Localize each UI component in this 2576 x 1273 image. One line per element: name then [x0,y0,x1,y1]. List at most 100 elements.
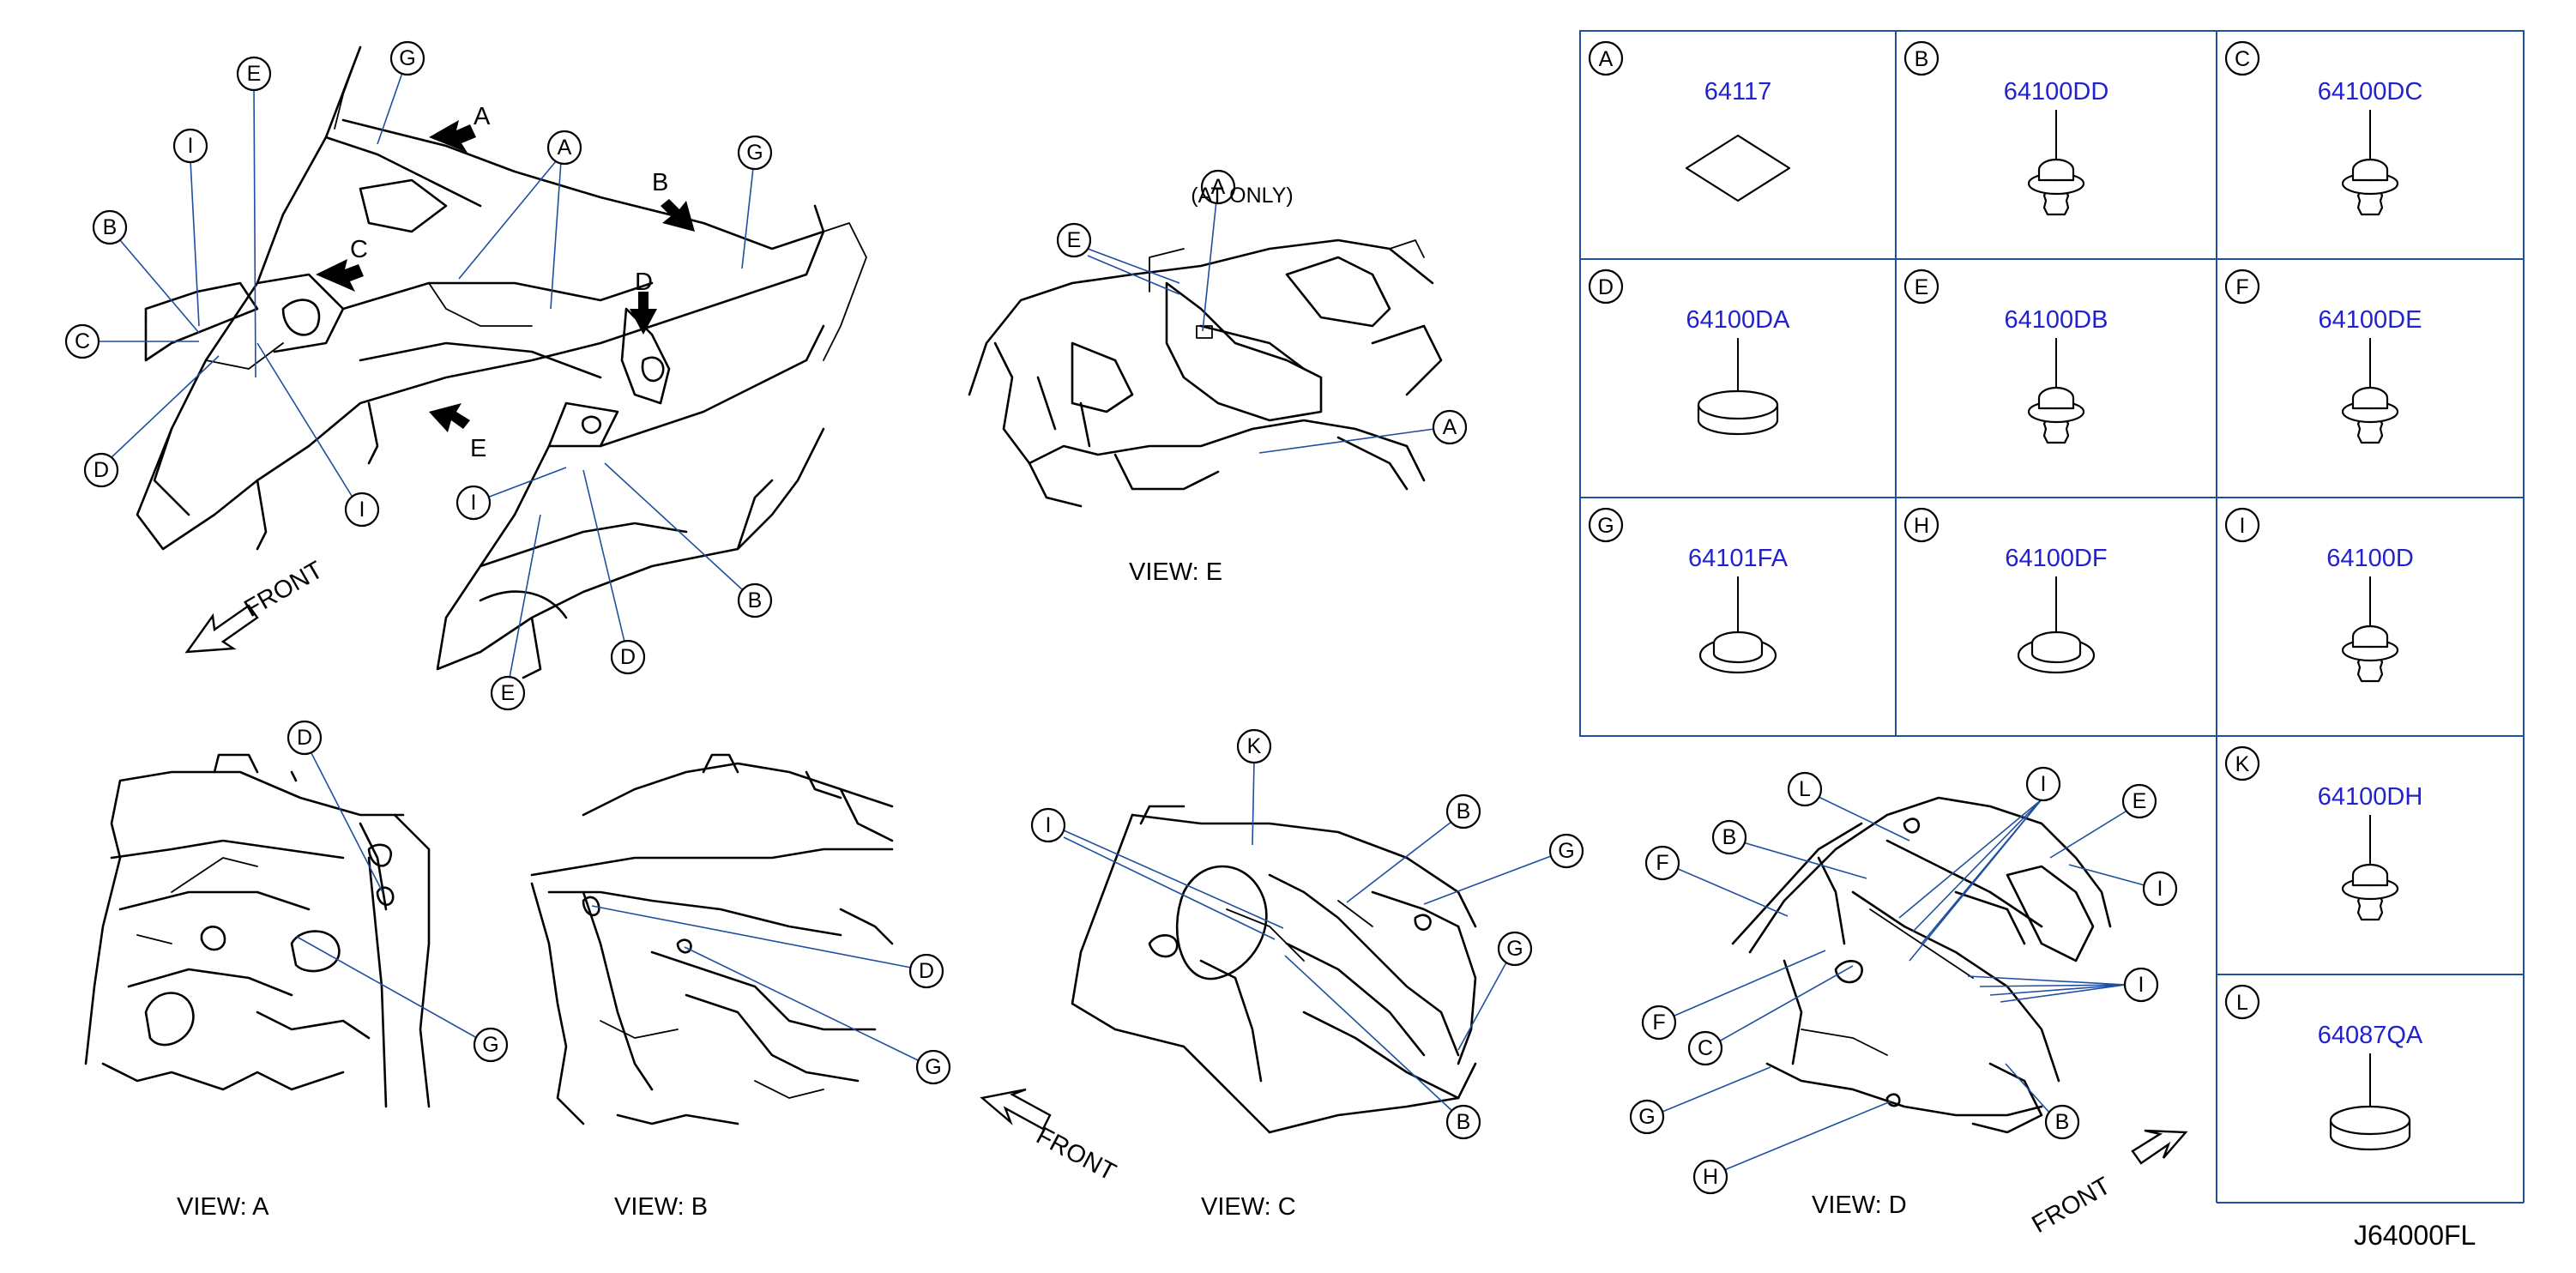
view-arrows: A B C D E [316,103,695,462]
part-key-label: C [2235,47,2250,71]
part-key-circle [2224,984,2260,1020]
svg-text:I: I [1046,813,1052,837]
part-key-label: E [1915,275,1929,299]
svg-text:E: E [247,62,262,86]
svg-text:I: I [2041,772,2047,796]
svg-text:B: B [2055,1110,2070,1134]
view-a-callout-g: G [473,1027,509,1063]
front-label: FRONT [240,556,329,623]
view-c-callout-i: I [1030,807,1066,843]
view-d-drawing [1731,796,2112,1134]
part-key-circle [1588,40,1624,76]
svg-text:D: D [94,458,109,482]
view-d-callout-i: I [2025,766,2061,802]
arrow-a-icon: A [429,103,491,153]
svg-text:E: E [1067,228,1082,252]
front-arrow-main: FRONT [184,556,329,654]
view-c-callout-g: G [1548,833,1584,869]
view-c-callout-b: B [1445,793,1481,830]
svg-text:G: G [482,1033,498,1057]
svg-text:I: I [2157,877,2163,901]
view-e-callout-a-2: A [1432,409,1468,445]
svg-text:G: G [1506,937,1523,961]
svg-text:B: B [1722,825,1737,849]
svg-text:K: K [1247,734,1262,758]
parts-cells: A64117B64100DDC64100DCD64100DAE64100DBF6… [1588,40,2423,1151]
callout-g: G [389,40,425,76]
part-clip-icon [2341,863,2399,921]
svg-text:G: G [1558,839,1574,863]
parts-table [1579,30,2525,1204]
front-arrow-view-d: FRONT [2028,1129,2188,1239]
part-key-label: F [2235,275,2248,299]
part-key-label: A [1599,47,1614,71]
callout-b-2: B [737,582,773,618]
svg-text:G: G [746,141,763,165]
part-grommet-icon [1698,630,1777,674]
view-c-callout-b-2: B [1445,1104,1481,1140]
view-c-callout-g-2: G [1497,931,1533,967]
part-pad-icon [1685,134,1791,202]
arrow-d-label: D [635,268,653,296]
part-number: 64100DF [2005,545,2107,572]
part-key-circle [2224,40,2260,76]
arrow-a-label: A [474,103,491,130]
callout-e-2: E [490,675,526,711]
svg-text:I: I [188,134,194,158]
view-d-callout-b: B [1711,819,1747,855]
part-key-label: D [1598,275,1614,299]
callout-d: D [83,452,119,488]
part-number: 64100D [2326,545,2414,572]
arrow-b-label: B [652,169,668,196]
arrow-e-icon: E [429,403,486,462]
part-clip-icon [2341,386,2399,444]
arrow-b-icon: B [652,169,695,232]
view-a-callout-d: D [287,720,323,756]
svg-text:D: D [620,645,636,669]
part-clip-icon [2341,158,2399,216]
callout-i: I [172,128,208,164]
svg-text:I: I [471,491,477,515]
callout-g-2: G [737,135,773,171]
view-b-callout-g: G [915,1049,951,1085]
callout-i-2: I [344,492,380,528]
view-e-callout-a: A [1200,169,1236,205]
part-number: 64100DE [2319,306,2422,334]
svg-text:F: F [1652,1011,1665,1035]
svg-text:B: B [1457,1110,1471,1134]
view-d-callout-l: L [1787,771,1823,807]
part-key-label: G [1597,514,1614,538]
svg-text:A: A [558,136,572,160]
arrow-e-label: E [470,435,486,462]
part-number: 64100DH [2318,783,2423,811]
view-e-callout-e: E [1056,222,1092,258]
view-d-callout-f-2: F [1641,1005,1677,1041]
view-b-callout-d: D [908,953,944,989]
part-key-label: I [2240,514,2246,538]
part-grommet-icon [2017,630,2096,674]
view-c-callout-k: K [1236,728,1272,764]
part-key-circle [2224,507,2260,543]
arrow-d-icon: D [630,268,657,335]
callout-e: E [236,56,272,92]
front-label: FRONT [2028,1172,2116,1239]
svg-text:D: D [919,959,934,983]
view-d-callout-b-2: B [2044,1104,2080,1140]
part-key-circle [1903,507,1940,543]
front-label: FRONT [1032,1122,1120,1186]
part-number: 64100DD [2004,78,2109,106]
view-c-drawing [1071,805,1477,1134]
view-d-title: VIEW: D [1812,1192,1907,1219]
part-key-label: K [2235,752,2250,776]
part-key-label: L [2236,991,2248,1015]
view-d-callout-i-2: I [2142,871,2178,907]
part-clip-icon [2027,386,2085,444]
part-cell-i: I 64100D [2224,507,2414,683]
svg-text:C: C [75,329,90,353]
